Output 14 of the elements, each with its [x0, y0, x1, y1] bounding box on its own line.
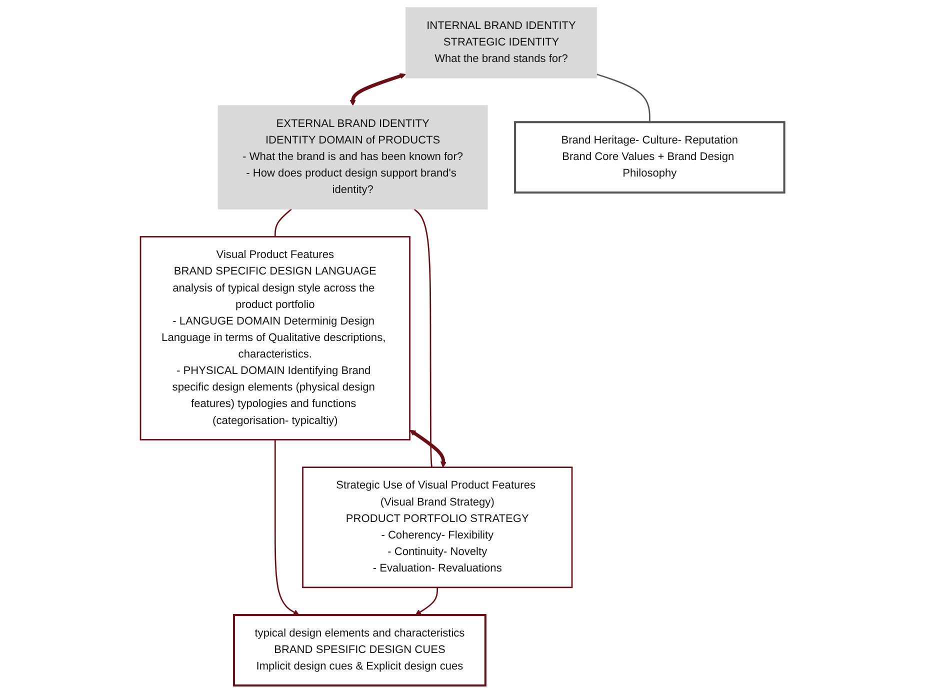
node-box — [233, 614, 487, 686]
arrow — [274, 440, 300, 616]
flowchart: INTERNAL BRAND IDENTITY STRATEGIC IDENTITY What the brand stands for? EXTERNAL BRAND IDENTITY IDENTITY DOMAIN of PRODUCTS - What the brand is and has been known for? - How does product design support brand's identity? Brand Heritage- Culture- Reputation Brand Core Values + Brand Design Philosophy Visual Product Features BRAND SPECIFIC DESIGN LANGUAGE analysis of typical design style across the product portfolio - LANGUGE DOMAIN Determinig Design Language in terms of Qualitative descriptions, characteristics. - PHYSICAL DOMAIN Identifying Brand specific design elements (physical design features) typologies and functions (categorisation- typicaltiy) Strategic Use of Visual Product Features (Visual Brand Strategy) PRODUCT PORTFOLIO STRATEGY - Coherency- Flexibility - Continuity- Novelty - Evaluation- Revaluations typical design elements and characteristics BRAND SPESIFIC DESIGN CUES Implicit design cues & Explicit design cues — [135, 2, 790, 691]
node-box — [406, 7, 598, 78]
node-box — [140, 236, 411, 440]
arrow — [415, 587, 438, 616]
node-box — [218, 105, 488, 210]
arrow — [350, 73, 406, 106]
connector — [596, 74, 650, 122]
node-box — [514, 121, 786, 194]
arrow — [410, 430, 447, 468]
node-box — [302, 466, 573, 588]
connector — [414, 208, 433, 468]
connector — [274, 208, 292, 237]
